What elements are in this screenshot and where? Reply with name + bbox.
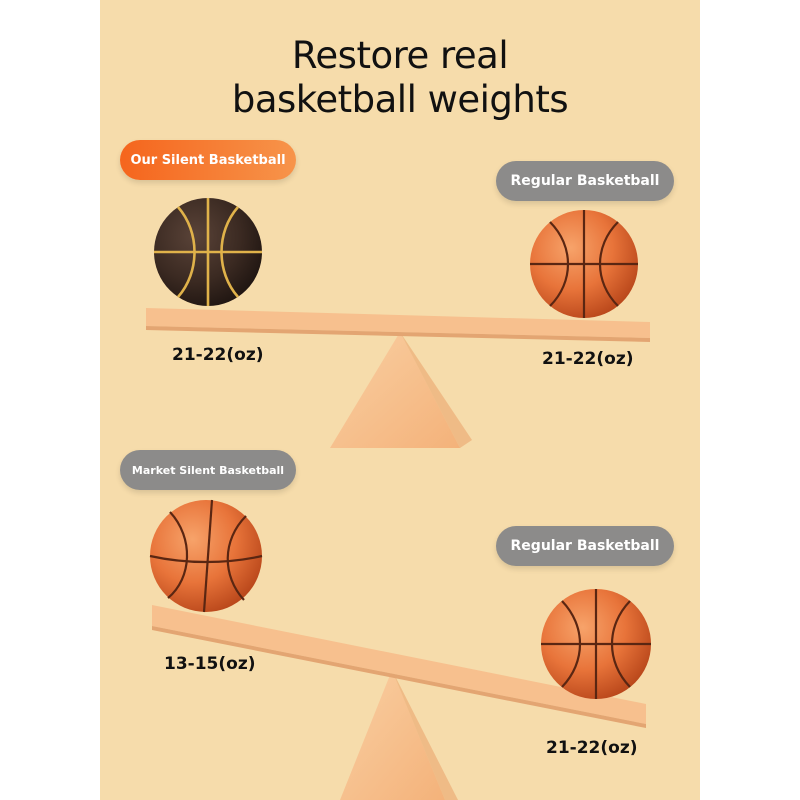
market-silent-basketball (149, 499, 263, 613)
fulcrum-1 (330, 332, 472, 448)
seesaw-plank-2 (152, 605, 646, 728)
regular-basketball-label-1: Regular Basketball (496, 161, 674, 201)
regular-basketball-2 (541, 589, 651, 699)
market-silent-basketball-weight: 13-15(oz) (164, 654, 256, 674)
regular-basketball-weight-1: 21-22(oz) (542, 349, 634, 369)
fulcrum-2 (340, 670, 458, 800)
regular-basketball-label-2: Regular Basketball (496, 526, 674, 566)
poster: Restore real basketball weights (100, 0, 700, 800)
dark-silent-basketball (154, 198, 262, 306)
regular-basketball-1 (530, 210, 638, 318)
our-silent-basketball-weight: 21-22(oz) (172, 345, 264, 365)
regular-basketball-weight-2: 21-22(oz) (546, 738, 638, 758)
title-line-2: basketball weights (231, 78, 569, 121)
our-silent-basketball-label: Our Silent Basketball (120, 140, 296, 180)
market-silent-basketball-label: Market Silent Basketball (120, 450, 296, 490)
seesaw-illustration (146, 198, 651, 800)
title-line-1: Restore real (291, 34, 509, 77)
seesaw-plank-1 (146, 308, 650, 342)
